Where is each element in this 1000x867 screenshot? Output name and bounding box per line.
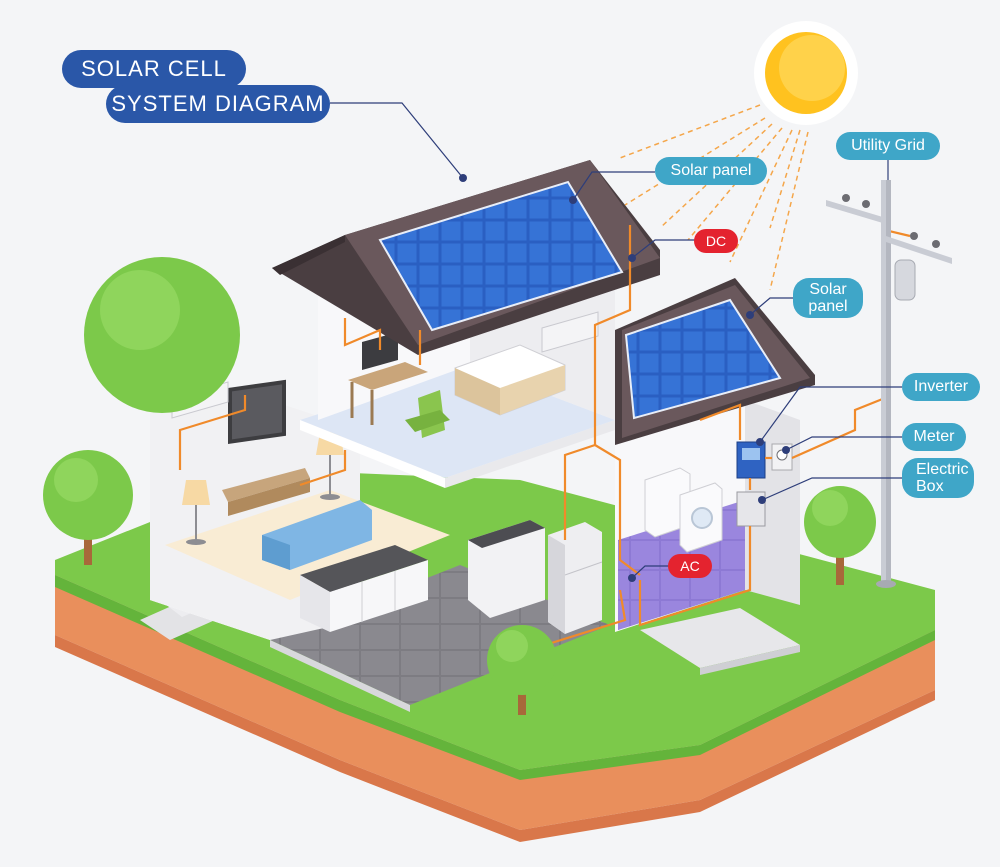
tag-dc-text: DC: [705, 233, 727, 249]
label-solar-panel-top: Solar panel: [655, 157, 767, 185]
tag-ac: AC: [668, 554, 712, 578]
solar-panel-icon: [378, 180, 624, 332]
label-solar-panel-top-text: Solar panel: [670, 162, 752, 179]
title-line-1-text: SOLAR CELL: [81, 56, 227, 81]
label-electric-box: Electric Box: [902, 458, 974, 498]
leader-lines: [330, 102, 902, 582]
laundry-room: [615, 278, 815, 632]
label-meter: Meter: [902, 423, 966, 451]
label-electric-box-line1: Electric: [916, 461, 969, 478]
tag-dc: DC: [694, 229, 738, 253]
title-line-2: SYSTEM DIAGRAM: [106, 85, 330, 123]
label-solar-panel-side-line1: Solar: [809, 281, 847, 298]
label-solar-panel-side: Solar panel: [793, 278, 863, 318]
label-utility-grid: Utility Grid: [836, 132, 940, 160]
tree-icon: [84, 257, 240, 413]
wiring: [178, 225, 911, 647]
label-solar-panel-side-line2: panel: [808, 298, 848, 315]
tag-ac-text: AC: [680, 558, 700, 574]
kitchen-counter: [300, 545, 428, 632]
main-roof: [272, 160, 660, 355]
label-electric-box-line2: Box: [916, 478, 944, 495]
tree-icon: [487, 625, 557, 715]
utility-pole-icon: [826, 180, 952, 588]
label-meter-text: Meter: [913, 428, 955, 445]
label-inverter-text: Inverter: [913, 378, 969, 395]
title-line-2-text: SYSTEM DIAGRAM: [111, 91, 325, 116]
label-utility-grid-text: Utility Grid: [851, 137, 925, 154]
tree-icon: [43, 450, 133, 565]
sun-icon: [754, 21, 858, 125]
label-inverter: Inverter: [902, 373, 980, 401]
title-line-1: SOLAR CELL: [62, 50, 246, 88]
tree-icon: [804, 486, 876, 585]
